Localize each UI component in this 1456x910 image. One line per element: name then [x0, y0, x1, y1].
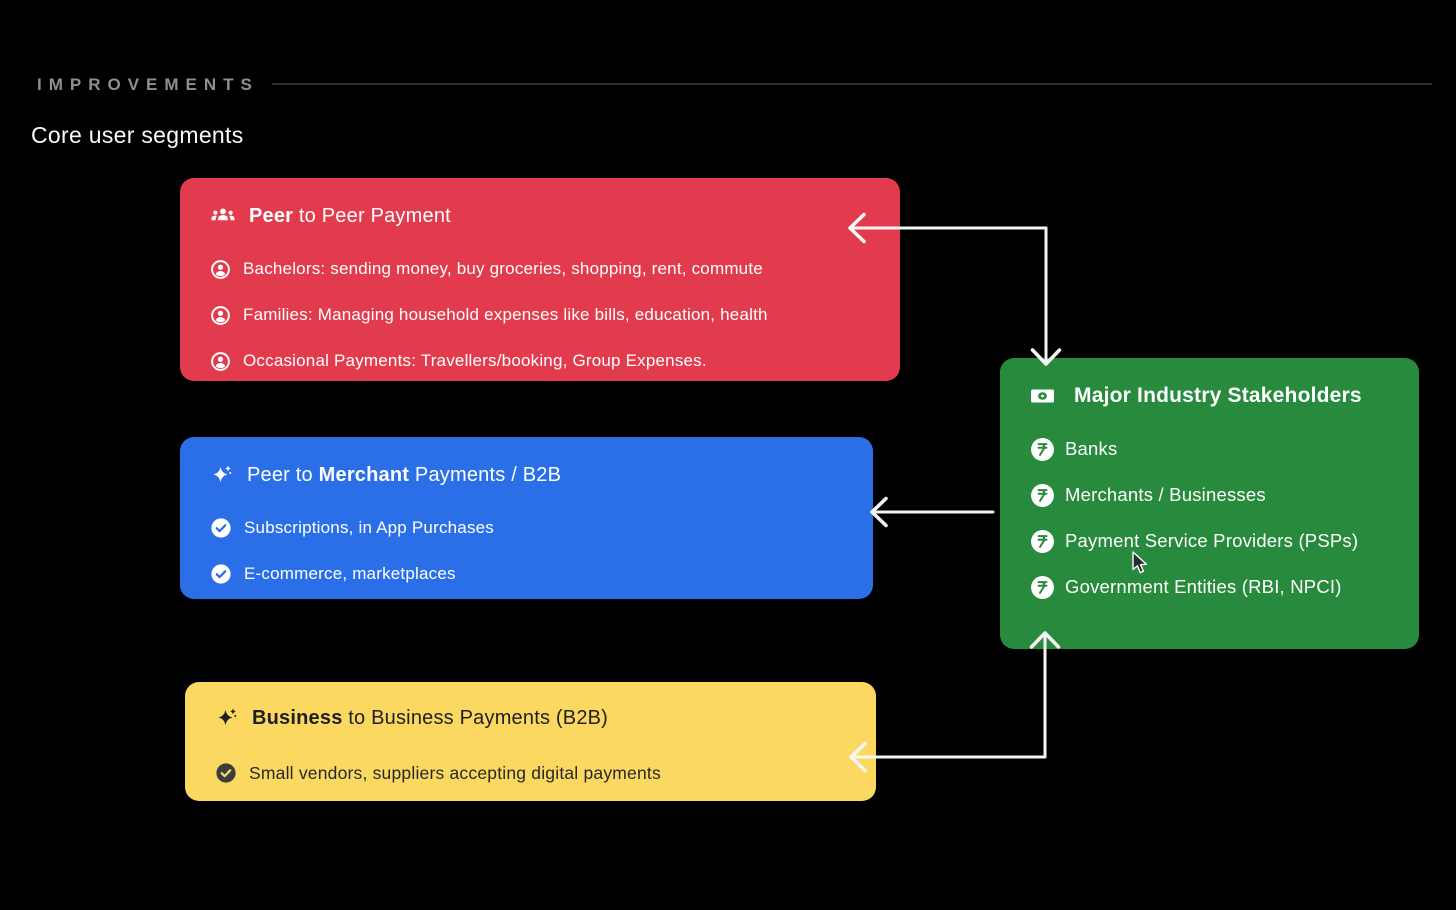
user-circle-icon: [210, 305, 231, 326]
card-business-to-business-header: Business to Business Payments (B2B): [215, 702, 848, 734]
card-peer-to-peer: Peer to Peer Payment Bachelors: sending …: [180, 178, 900, 381]
arrow-yellow-to-green: [849, 631, 1061, 773]
list-item-label: Merchants / Businesses: [1065, 484, 1266, 505]
eyebrow-divider-line: [272, 83, 1432, 85]
list-item-label: Bachelors: sending money, buy groceries,…: [243, 259, 763, 278]
list-item: Government Entities (RBI, NPCI): [1030, 572, 1391, 602]
list-item: Subscriptions, in App Purchases: [210, 513, 845, 543]
rupee-circle-icon: [1030, 437, 1055, 462]
list-item-label: Subscriptions, in App Purchases: [244, 518, 495, 537]
banknote-icon: [1030, 384, 1055, 408]
list-item-label: Banks: [1065, 438, 1118, 459]
arrow-green-to-blue: [870, 496, 995, 528]
list-item-label: E-commerce, marketplaces: [244, 564, 456, 583]
list-item: Banks: [1030, 434, 1391, 464]
card-peer-to-merchant-title: Peer to Merchant Payments / B2B: [247, 463, 562, 486]
group-icon: [210, 204, 236, 228]
list-item-label: Payment Service Providers (PSPs): [1065, 530, 1359, 551]
list-item: Occasional Payments: Travellers/booking,…: [210, 346, 872, 376]
list-item: Bachelors: sending money, buy groceries,…: [210, 254, 872, 284]
list-item: Small vendors, suppliers accepting digit…: [215, 758, 848, 788]
list-item: Payment Service Providers (PSPs): [1030, 526, 1391, 556]
card-peer-to-merchant-header: Peer to Merchant Payments / B2B: [210, 459, 845, 491]
user-circle-icon: [210, 351, 231, 372]
card-stakeholders-header: Major Industry Stakeholders: [1030, 380, 1391, 412]
sparkle-icon: [215, 706, 239, 730]
list-item-label: Small vendors, suppliers accepting digit…: [249, 762, 661, 783]
card-stakeholders-title: Major Industry Stakeholders: [1074, 384, 1362, 407]
list-item: Families: Managing household expenses li…: [210, 300, 872, 330]
rupee-circle-icon: [1030, 483, 1055, 508]
page-title: Core user segments: [31, 122, 244, 148]
card-peer-to-peer-title: Peer to Peer Payment: [249, 204, 451, 227]
card-peer-to-merchant: Peer to Merchant Payments / B2B Subscrip…: [180, 437, 873, 599]
check-circle-icon: [210, 563, 232, 585]
sparkle-icon: [210, 463, 234, 487]
check-circle-icon: [215, 762, 237, 784]
card-peer-to-peer-header: Peer to Peer Payment: [210, 200, 872, 232]
card-business-to-business-title: Business to Business Payments (B2B): [252, 706, 609, 729]
user-circle-icon: [210, 259, 231, 280]
list-item: E-commerce, marketplaces: [210, 559, 845, 589]
list-item-label: Families: Managing household expenses li…: [243, 305, 768, 324]
check-circle-icon: [210, 517, 232, 539]
rupee-circle-icon: [1030, 575, 1055, 600]
list-item-label: Government Entities (RBI, NPCI): [1065, 576, 1342, 597]
card-stakeholders: Major Industry Stakeholders Banks Mercha…: [1000, 358, 1419, 649]
card-business-to-business: Business to Business Payments (B2B) Smal…: [185, 682, 876, 801]
list-item-label: Occasional Payments: Travellers/booking,…: [243, 351, 707, 370]
list-item: Merchants / Businesses: [1030, 480, 1391, 510]
rupee-circle-icon: [1030, 529, 1055, 554]
section-eyebrow: IMPROVEMENTS: [37, 75, 259, 94]
